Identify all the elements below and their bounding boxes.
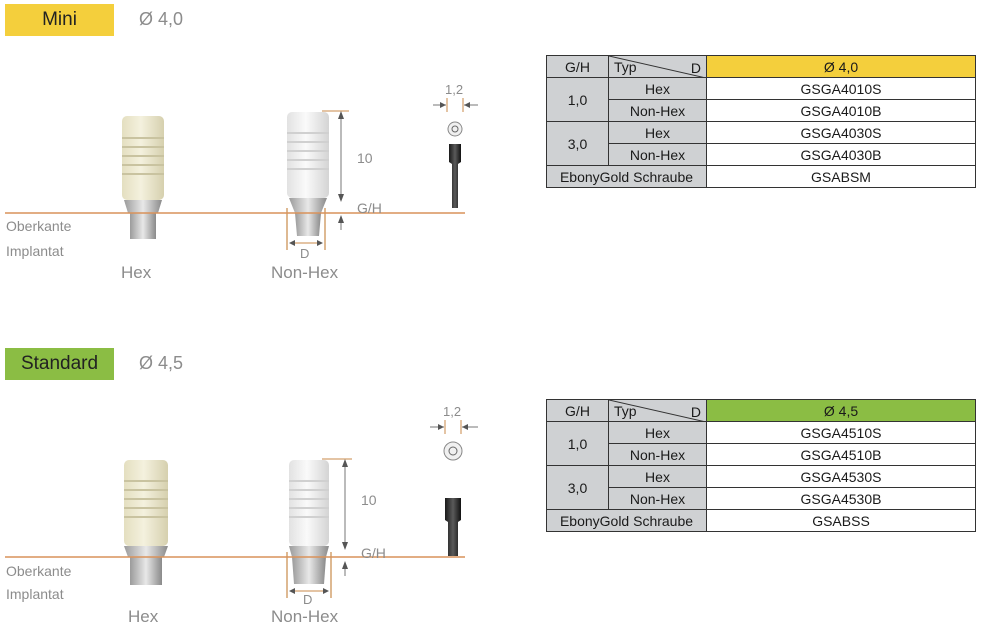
spec-table: G/H Typ D Ø 4,5 1,0 Hex GSGA4510S Non-He… [546, 399, 976, 532]
oberkante-label: Oberkante [6, 218, 72, 234]
table-row: 1,0 Hex GSGA4510S [546, 421, 976, 466]
height-label: 10 [357, 150, 373, 166]
code-cell: GSGA4530B [706, 487, 976, 510]
nonhex-abutment [286, 458, 352, 598]
screw-dim-label: 1,2 [443, 404, 461, 419]
gh-cell: 3,0 [546, 121, 609, 166]
product-illustration: Oberkante Implantat Hex Non-Hex 10 G/H D… [5, 404, 478, 626]
code-cell: GSGA4510B [706, 443, 976, 466]
table-row: 1,0 Hex GSGA4010S [546, 77, 976, 122]
nonhex-abutment [286, 110, 349, 250]
section-badge: Mini [5, 4, 114, 36]
gh-cell: 3,0 [546, 465, 609, 510]
section-mini: Mini Ø 4,0 [0, 0, 985, 300]
type-cell: Non-Hex [608, 443, 707, 466]
screw-illustration [430, 420, 478, 556]
table-row-screw: EbonyGold Schraube GSABSS [546, 509, 976, 532]
table-row: 3,0 Hex GSGA4030S [546, 121, 976, 166]
section-title: Standard [20, 353, 99, 374]
table-header-row: G/H Typ D Ø 4,5 [546, 399, 976, 422]
table-row: Non-Hex GSGA4530B [547, 487, 976, 510]
d-label: D [303, 592, 312, 607]
col-d: D [690, 60, 701, 76]
product-illustration: Oberkante Implantat Hex Non-Hex 10 G/H D… [5, 82, 478, 282]
height-label: 10 [361, 492, 377, 508]
implantat-label: Implantat [6, 586, 64, 602]
col-typ-d: Typ D [608, 399, 707, 422]
section-diameter: Ø 4,0 [139, 9, 184, 29]
col-size: Ø 4,5 [706, 399, 976, 422]
table-row: Non-Hex GSGA4030B [547, 143, 976, 166]
oberkante-label: Oberkante [6, 563, 72, 579]
hex-caption: Hex [128, 607, 159, 626]
table-header-row: G/H Typ D Ø 4,0 [546, 55, 976, 78]
screw-code-cell: GSABSM [706, 165, 976, 188]
nonhex-caption: Non-Hex [271, 607, 339, 626]
type-cell: Non-Hex [608, 487, 707, 510]
col-gh: G/H [546, 399, 609, 422]
gh-label: G/H [357, 200, 382, 216]
code-cell: GSGA4030S [706, 121, 976, 144]
code-cell: GSGA4030B [706, 143, 976, 166]
type-cell: Hex [608, 121, 707, 144]
hex-abutment [124, 460, 168, 585]
col-d: D [690, 404, 701, 420]
screw-dim-label: 1,2 [445, 82, 463, 97]
gh-cell: 1,0 [546, 77, 609, 122]
col-typ: Typ [614, 403, 637, 419]
section-diameter: Ø 4,5 [139, 353, 184, 373]
gh-label: G/H [361, 545, 386, 561]
code-cell: GSGA4010S [706, 77, 976, 100]
col-typ: Typ [614, 59, 637, 75]
type-cell: Hex [608, 77, 707, 100]
screw-code-cell: GSABSS [706, 509, 976, 532]
nonhex-caption: Non-Hex [271, 263, 339, 282]
screw-label-cell: EbonyGold Schraube [546, 165, 707, 188]
code-cell: GSGA4010B [706, 99, 976, 122]
table-row: Non-Hex GSGA4010B [547, 99, 976, 122]
code-cell: GSGA4530S [706, 465, 976, 488]
hex-abutment [122, 116, 164, 239]
code-cell: GSGA4510S [706, 421, 976, 444]
type-cell: Hex [608, 421, 707, 444]
section-badge: Standard [5, 348, 114, 380]
section-title: Mini [42, 9, 77, 30]
table-row-screw: EbonyGold Schraube GSABSM [546, 165, 976, 188]
screw-label-cell: EbonyGold Schraube [546, 509, 707, 532]
implantat-label: Implantat [6, 243, 64, 259]
col-gh: G/H [546, 55, 609, 78]
spec-table: G/H Typ D Ø 4,0 1,0 Hex GSGA4010S Non-He… [546, 55, 976, 188]
type-cell: Hex [608, 465, 707, 488]
type-cell: Non-Hex [608, 143, 707, 166]
type-cell: Non-Hex [608, 99, 707, 122]
hex-caption: Hex [121, 263, 152, 282]
d-label: D [300, 246, 309, 261]
table-row: 3,0 Hex GSGA4530S [546, 465, 976, 510]
col-size: Ø 4,0 [706, 55, 976, 78]
screw-illustration [433, 98, 478, 208]
gh-cell: 1,0 [546, 421, 609, 466]
col-typ-d: Typ D [608, 55, 707, 78]
section-standard: Standard Ø 4,5 [0, 344, 985, 644]
table-row: Non-Hex GSGA4510B [547, 443, 976, 466]
